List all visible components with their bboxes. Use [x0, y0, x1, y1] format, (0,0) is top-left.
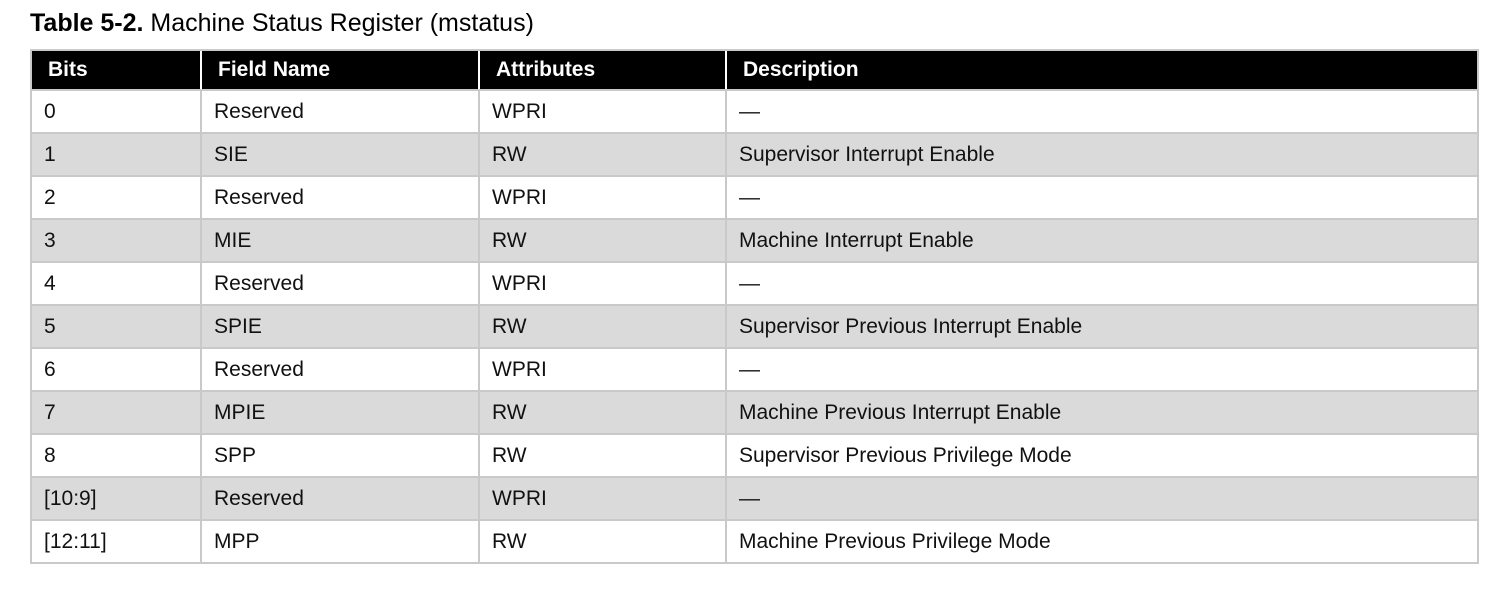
cell-attributes: RW	[478, 132, 727, 177]
cell-attributes: WPRI	[478, 261, 727, 306]
cell-bits: 1	[30, 132, 202, 177]
cell-attributes: RW	[478, 218, 727, 263]
cell-field: SIE	[200, 132, 480, 177]
cell-field: Reserved	[200, 347, 480, 392]
cell-field: MIE	[200, 218, 480, 263]
cell-field: Reserved	[200, 261, 480, 306]
table-caption-label: Table 5-2.	[30, 9, 144, 37]
cell-bits: [10:9]	[30, 476, 202, 521]
cell-bits: 6	[30, 347, 202, 392]
cell-description: —	[725, 476, 1479, 521]
cell-field: Reserved	[200, 476, 480, 521]
header-cell-field-name: Field Name	[200, 49, 479, 91]
cell-attributes: RW	[478, 519, 727, 564]
cell-field: MPP	[200, 519, 480, 564]
cell-field: SPP	[200, 433, 480, 478]
cell-bits: [12:11]	[30, 519, 202, 564]
header-cell-description: Description	[725, 49, 1479, 91]
cell-bits: 2	[30, 175, 202, 220]
cell-attributes: WPRI	[478, 476, 727, 521]
cell-field: Reserved	[200, 89, 480, 134]
cell-description: Machine Interrupt Enable	[725, 218, 1479, 263]
cell-description: —	[725, 347, 1479, 392]
table-caption-title: Machine Status Register (mstatus)	[150, 9, 534, 37]
cell-field: SPIE	[200, 304, 480, 349]
cell-description: Supervisor Interrupt Enable	[725, 132, 1479, 177]
cell-attributes: RW	[478, 304, 727, 349]
cell-attributes: WPRI	[478, 175, 727, 220]
cell-bits: 7	[30, 390, 202, 435]
cell-field: Reserved	[200, 175, 480, 220]
cell-description: Supervisor Previous Privilege Mode	[725, 433, 1479, 478]
cell-field: MPIE	[200, 390, 480, 435]
cell-bits: 3	[30, 218, 202, 263]
cell-bits: 0	[30, 89, 202, 134]
cell-description: Supervisor Previous Interrupt Enable	[725, 304, 1479, 349]
cell-description: —	[725, 175, 1479, 220]
cell-bits: 4	[30, 261, 202, 306]
cell-attributes: WPRI	[478, 89, 727, 134]
cell-attributes: WPRI	[478, 347, 727, 392]
cell-bits: 5	[30, 304, 202, 349]
header-cell-attributes: Attributes	[478, 49, 726, 91]
cell-description: —	[725, 89, 1479, 134]
header-cell-bits: Bits	[30, 49, 201, 91]
table-caption: Table 5-2. Machine Status Register (msta…	[30, 8, 534, 39]
cell-description: Machine Previous Privilege Mode	[725, 519, 1479, 564]
cell-attributes: RW	[478, 433, 727, 478]
cell-description: —	[725, 261, 1479, 306]
cell-description: Machine Previous Interrupt Enable	[725, 390, 1479, 435]
cell-attributes: RW	[478, 390, 727, 435]
cell-bits: 8	[30, 433, 202, 478]
